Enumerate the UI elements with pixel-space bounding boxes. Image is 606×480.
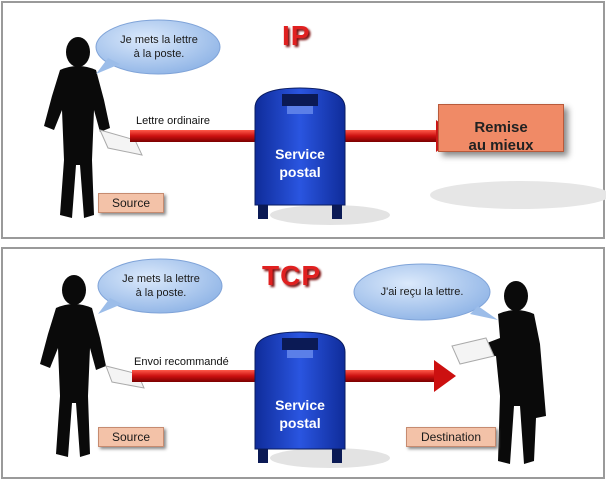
- speech-bubble: [95, 19, 221, 75]
- mailbox-line: Service: [275, 397, 325, 413]
- arrow-head: [434, 360, 456, 392]
- mailbox-label: Service postal: [255, 396, 345, 432]
- speech-bubble: [353, 263, 498, 321]
- speech-bubble-text: Je mets la lettre à la poste.: [104, 33, 214, 61]
- sender-silhouette: [44, 37, 110, 218]
- letter-icon: [99, 129, 143, 156]
- bubble-line: à la poste.: [135, 287, 187, 299]
- receiver-silhouette: [474, 281, 546, 464]
- mailbox-line: Service: [275, 146, 325, 162]
- mailbox-line: postal: [279, 415, 321, 431]
- arrow-shaft: [340, 130, 438, 142]
- tcp-panel: TCP Je mets la lettre à la poste. J'ai r…: [0, 246, 606, 480]
- mailbox-line: postal: [279, 164, 321, 180]
- arrow-shaft: [132, 370, 260, 382]
- bubble-line: Je mets la lettre: [120, 34, 198, 46]
- destination-label: Destination: [406, 427, 496, 447]
- letter-icon: [451, 337, 495, 365]
- bubble-line: à la poste.: [133, 48, 185, 60]
- mailbox-label: Service postal: [255, 145, 345, 181]
- mailbox-icon: [254, 87, 346, 219]
- arrow-shaft: [340, 370, 436, 382]
- arrow-shaft: [130, 130, 260, 142]
- result-line: au mieux: [468, 137, 534, 154]
- shadow: [430, 181, 606, 209]
- arrow-label: Lettre ordinaire: [136, 115, 210, 127]
- source-label: Source: [98, 193, 164, 213]
- source-label: Source: [98, 427, 164, 447]
- speech-bubble: [97, 258, 223, 314]
- mailbox-icon: [254, 331, 346, 463]
- letter-icon: [105, 365, 145, 389]
- arrow-label: Envoi recommandé: [134, 356, 229, 368]
- protocol-title: TCP: [262, 260, 321, 291]
- speech-bubble-text: Je mets la lettre à la poste.: [106, 272, 216, 300]
- sender-silhouette: [40, 275, 106, 457]
- bubble-line: Je mets la lettre: [122, 273, 200, 285]
- shadow: [270, 448, 390, 468]
- protocol-title: IP: [282, 20, 311, 51]
- result-line: Remise: [474, 119, 528, 136]
- shadow: [270, 205, 390, 225]
- result-box: Remise au mieux: [438, 104, 564, 154]
- ip-panel: IP Je mets la lettre à la poste. Lettre …: [1, 1, 606, 239]
- ip-panel-graphics: [1, 1, 606, 239]
- receiver-bubble-text: J'ai reçu la lettre.: [380, 286, 464, 298]
